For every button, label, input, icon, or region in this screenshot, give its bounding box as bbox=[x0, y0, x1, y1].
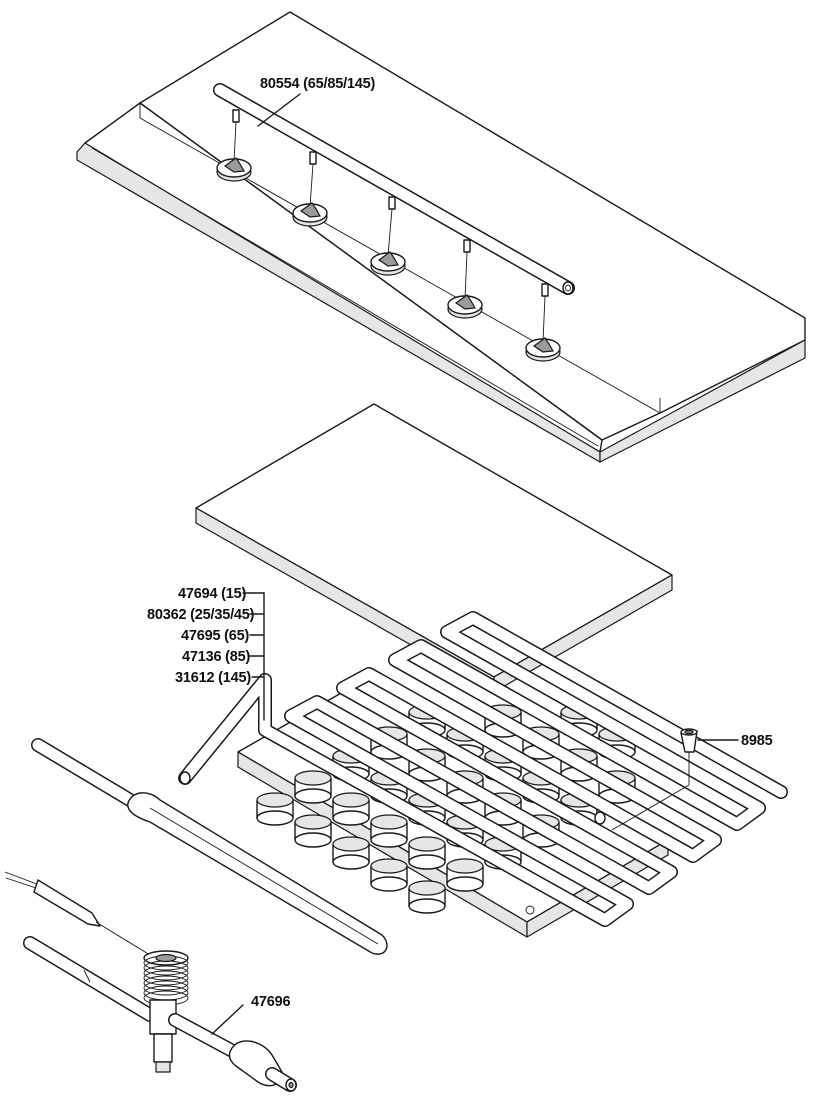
coil-label-group: 47694 (15) 80362 (25/35/45) 47695 (65) 4… bbox=[147, 586, 265, 721]
label-coil-25-35-45: 80362 (25/35/45) bbox=[147, 607, 255, 623]
label-fitting: 8985 bbox=[741, 733, 773, 749]
cup bbox=[256, 792, 294, 826]
cup bbox=[332, 792, 370, 826]
nozzle bbox=[370, 251, 406, 276]
cup bbox=[370, 814, 408, 848]
nozzle bbox=[525, 337, 561, 362]
dropper-stem bbox=[232, 109, 240, 123]
suction-tube bbox=[31, 738, 388, 955]
nozzle bbox=[216, 157, 252, 182]
label-coil-15: 47694 (15) bbox=[178, 586, 247, 602]
cup bbox=[370, 858, 408, 892]
nozzle-bar bbox=[213, 83, 575, 343]
dropper-line bbox=[233, 121, 237, 163]
valve-spring-coil bbox=[143, 950, 189, 1006]
cup bbox=[294, 770, 332, 804]
top-plate bbox=[76, 11, 806, 463]
dropper-line bbox=[464, 251, 468, 300]
label-coil-85: 47136 (85) bbox=[182, 649, 251, 665]
coil-end bbox=[594, 811, 606, 825]
label-coil-145: 31612 (145) bbox=[175, 670, 251, 686]
dropper-line bbox=[387, 208, 393, 257]
nozzle bbox=[447, 294, 483, 319]
fitting-8985: 8985 bbox=[611, 728, 773, 831]
cup bbox=[408, 880, 446, 914]
dropper-stem bbox=[463, 239, 471, 253]
dropper-line bbox=[309, 163, 314, 208]
label-coil-65: 47695 (65) bbox=[181, 628, 250, 644]
label-valve: 47696 bbox=[251, 994, 290, 1010]
expansion-valve: 47696 bbox=[143, 950, 297, 1092]
coil-tube-fill bbox=[179, 612, 787, 926]
dropper-line bbox=[542, 295, 546, 343]
nozzle bbox=[292, 202, 328, 227]
cup bbox=[294, 814, 332, 848]
nozzle-droppers bbox=[232, 109, 549, 343]
dropper-stem bbox=[388, 196, 396, 210]
dropper-stem bbox=[541, 283, 549, 297]
label-nozzle-bar: 80554 (65/85/145) bbox=[260, 76, 375, 92]
coil-end bbox=[179, 771, 191, 785]
cup bbox=[332, 836, 370, 870]
cup bbox=[446, 858, 484, 892]
evaporator-coil bbox=[178, 611, 788, 927]
sensor-capillary bbox=[4, 871, 157, 1022]
spray-nozzles bbox=[216, 157, 561, 362]
cup bbox=[408, 836, 446, 870]
dropper-stem bbox=[309, 151, 317, 165]
